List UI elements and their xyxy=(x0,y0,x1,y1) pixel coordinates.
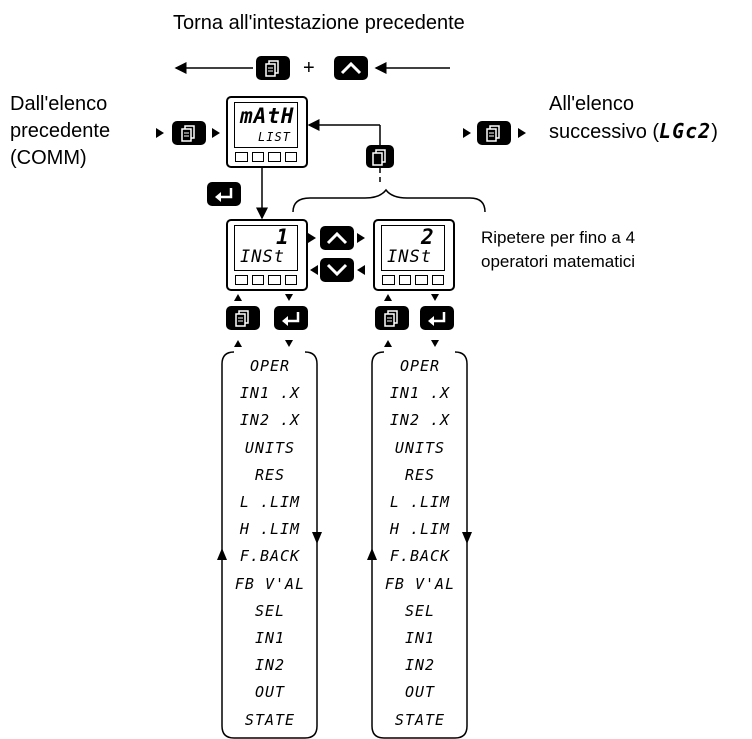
parameter-item: IN2 xyxy=(254,656,286,675)
parameter-loop-1 xyxy=(221,351,318,739)
parameter-item: RES xyxy=(254,465,286,484)
header-display-bottom: LIST xyxy=(258,130,291,144)
right-label-line1: All'elenco xyxy=(549,93,634,115)
left-label-line3: (COMM) xyxy=(10,147,87,169)
parameter-item: F.BACK xyxy=(389,547,451,566)
down-key-icon[interactable] xyxy=(320,258,354,282)
right-incoming-triangle xyxy=(463,128,471,138)
right-label-line2: successivo (LGc2) xyxy=(549,119,718,143)
parameter-loop-2 xyxy=(371,351,468,739)
parameter-item: STATE xyxy=(244,710,296,729)
parameter-item: RES xyxy=(404,465,436,484)
parameter-item: F.BACK xyxy=(239,547,301,566)
page-key-icon[interactable] xyxy=(172,121,206,145)
page-key-icon[interactable] xyxy=(256,56,290,80)
instance-1-label: INSt xyxy=(240,247,285,267)
parameter-item: OUT xyxy=(404,683,436,702)
instance-1-number: 1 xyxy=(276,225,290,249)
left-label-line1: Dall'elenco xyxy=(10,93,108,115)
left-incoming-triangle xyxy=(156,128,164,138)
plus-sign: + xyxy=(303,57,315,79)
parameter-item: IN1 .X xyxy=(239,384,301,403)
parameter-item: IN2 .X xyxy=(239,411,301,430)
instance-display-2: 2 INSt xyxy=(373,219,455,291)
parameter-item: SEL xyxy=(404,601,436,620)
parameter-item: IN1 xyxy=(254,629,286,647)
right-out-triangle xyxy=(518,128,526,138)
left-out-triangle xyxy=(212,128,220,138)
parameter-item: STATE xyxy=(394,710,446,729)
parameter-item: H .LIM xyxy=(239,520,301,539)
repeat-label-line1: Ripetere per fino a 4 xyxy=(481,228,636,247)
instance-display-1: 1 INSt xyxy=(226,219,308,291)
page-key-icon[interactable] xyxy=(366,145,394,168)
page-key-icon[interactable] xyxy=(375,306,409,330)
enter-key-icon[interactable] xyxy=(207,182,241,206)
enter-key-icon[interactable] xyxy=(420,306,454,330)
parameter-item: FB V'AL xyxy=(384,574,456,593)
header-display: mAtH LIST xyxy=(226,96,308,168)
parameter-item: OPER xyxy=(399,357,441,375)
repeat-label-line2: operatori matematici xyxy=(481,252,636,271)
page-key-icon[interactable] xyxy=(226,306,260,330)
left-label-line2: precedente xyxy=(10,120,111,142)
parameter-item: SEL xyxy=(254,601,286,620)
instance-2-label: INSt xyxy=(387,247,432,267)
parameter-item: FB V'AL xyxy=(234,574,306,593)
top-label: Torna all'intestazione precedente xyxy=(173,12,465,34)
parameter-item: H .LIM xyxy=(389,520,451,539)
parameter-item: L .LIM xyxy=(389,493,451,511)
parameter-item: OPER xyxy=(249,357,291,375)
parameter-item: IN1 xyxy=(404,629,436,647)
header-display-top: mAtH xyxy=(240,104,295,128)
instance-2-number: 2 xyxy=(421,225,435,249)
parameter-item: L .LIM xyxy=(239,493,301,511)
parameter-item: IN2 xyxy=(404,656,436,675)
parameter-item: UNITS xyxy=(394,438,446,457)
page-key-icon[interactable] xyxy=(477,121,511,145)
parameter-item: UNITS xyxy=(244,438,296,457)
brace xyxy=(292,188,486,213)
parameter-item: OUT xyxy=(254,683,286,702)
parameter-item: IN1 .X xyxy=(389,384,451,403)
parameter-item: IN2 .X xyxy=(389,411,451,430)
up-key-icon[interactable] xyxy=(334,56,368,80)
enter-key-icon[interactable] xyxy=(274,306,308,330)
up-key-icon[interactable] xyxy=(320,226,354,250)
